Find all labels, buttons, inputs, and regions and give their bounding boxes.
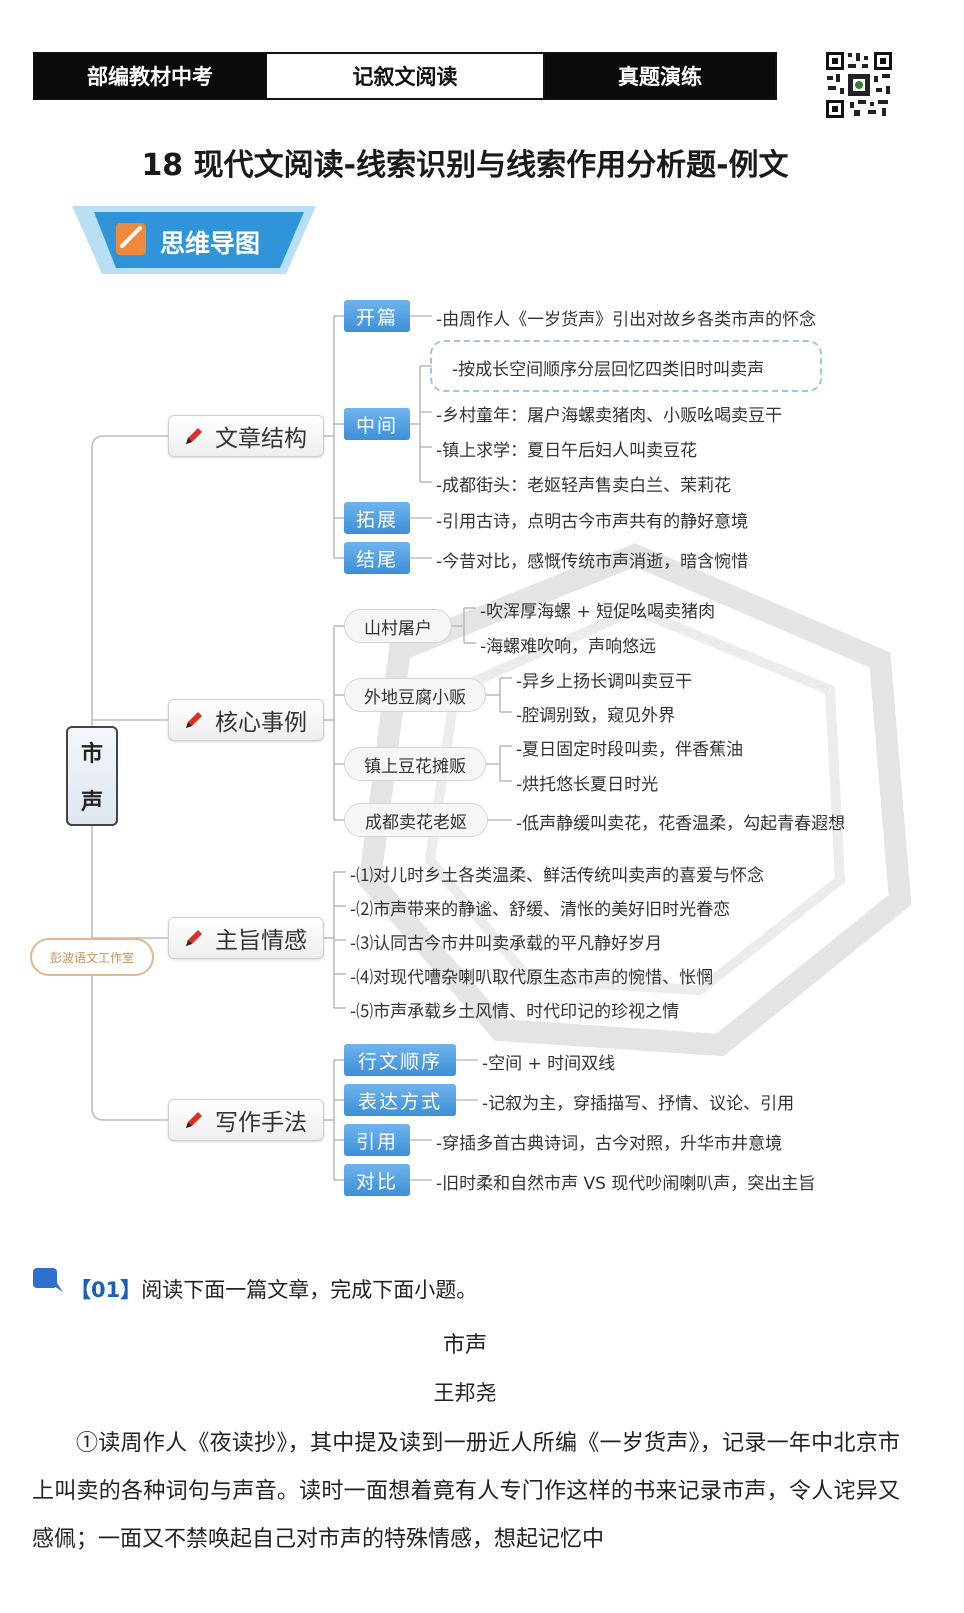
branch-label: 核心事例 xyxy=(215,710,307,736)
question-number: 【01】 xyxy=(70,1278,142,1302)
tag-expression: 表达方式 xyxy=(344,1084,456,1116)
leaf-item: -烘托悠长夏日时光 xyxy=(516,775,659,795)
tag-sequence: 行文顺序 xyxy=(344,1044,456,1076)
header-center: 记叙文阅读 xyxy=(265,54,545,98)
mindmap-connectors xyxy=(91,315,512,1181)
header-bar: 部编教材中考 记叙文阅读 真题演练 xyxy=(33,52,777,100)
page-title: 18 现代文阅读-线索识别与线索作用分析题-例文 xyxy=(141,148,789,183)
leaf-item: -⑸市声承载乡土风情、时代印记的珍视之情 xyxy=(350,1002,680,1022)
article-title: 市声 xyxy=(442,1333,487,1358)
mindmap-root: 市 声 xyxy=(66,726,118,826)
pencil-icon xyxy=(186,1112,202,1128)
root-char: 声 xyxy=(80,790,103,815)
article-author: 王邦尧 xyxy=(433,1381,497,1405)
root-char: 市 xyxy=(80,742,103,767)
branch-core-examples: 核心事例 xyxy=(168,699,324,741)
leaf-item: -腔调别致，窥见外界 xyxy=(516,706,676,726)
sub-topic: 山村屠户 xyxy=(344,609,452,643)
branch-structure: 文章结构 xyxy=(168,415,324,457)
leaf-item: -旧时柔和自然市声 VS 现代吵闹喇叭声，突出主旨 xyxy=(436,1174,816,1194)
sub-topic: 镇上豆花摊贩 xyxy=(344,747,486,781)
leaf-item: -异乡上扬长调叫卖豆干 xyxy=(516,672,693,692)
leaf-item: -海螺难吹响，声响悠远 xyxy=(480,637,657,657)
sub-topic: 外地豆腐小贩 xyxy=(344,678,486,712)
tag-extension: 拓展 xyxy=(344,502,410,534)
leaf-item: -按成长空间顺序分层回忆四类旧时叫卖声 xyxy=(452,360,765,380)
qr-code-icon xyxy=(824,50,894,120)
leaf-item: -⑴对儿时乡土各类温柔、鲜活传统叫卖声的喜爱与怀念 xyxy=(350,866,765,886)
highlight-box xyxy=(430,340,822,392)
leaf-item: -镇上求学：夏日午后妇人叫卖豆花 xyxy=(436,441,698,461)
studio-badge: 彭波语文工作室 xyxy=(30,938,154,976)
header-left: 部编教材中考 xyxy=(35,54,265,98)
tag-contrast: 对比 xyxy=(344,1164,410,1196)
leaf-item: -空间 + 时间双线 xyxy=(482,1054,616,1074)
leaf-item: -吹浑厚海螺 + 短促吆喝卖猪肉 xyxy=(480,602,716,622)
tag-opening: 开篇 xyxy=(344,300,410,332)
leaf-item: -由周作人《一岁货声》引出对故乡各类市声的怀念 xyxy=(436,310,817,330)
leaf-item: -⑶认同古今市井叫卖承载的平凡静好岁月 xyxy=(350,934,663,954)
article-paragraph: ①读周作人《夜读抄》，其中提及读到一册近人所编《一岁货声》，记录一年中北京市上叫… xyxy=(32,1431,900,1552)
banner-label: 思维导图 xyxy=(160,229,261,258)
branch-writing-techniques: 写作手法 xyxy=(168,1099,324,1141)
pencil-icon xyxy=(186,428,202,444)
pencil-icon xyxy=(186,712,202,728)
leaf-item: -今昔对比，感慨传统市声消逝，暗含惋惜 xyxy=(436,552,749,572)
leaf-item: -⑵市声带来的静谧、舒缓、清怅的美好旧时光眷恋 xyxy=(350,900,731,920)
header-right: 真题演练 xyxy=(545,54,775,98)
question-heading: 【01】阅读下面一篇文章，完成下面小题。 xyxy=(70,1274,477,1304)
branch-theme-emotion: 主旨情感 xyxy=(168,917,324,959)
leaf-item: -乡村童年：屠户海螺卖猪肉、小贩吆喝卖豆干 xyxy=(436,406,783,426)
branch-label: 主旨情感 xyxy=(215,928,307,954)
branch-label: 文章结构 xyxy=(215,426,307,452)
note-icon xyxy=(33,1268,63,1292)
tag-ending: 结尾 xyxy=(344,542,410,574)
question-prompt: 阅读下面一篇文章，完成下面小题。 xyxy=(141,1278,478,1302)
mindmap-banner xyxy=(72,206,316,274)
sub-topic: 成都卖花老妪 xyxy=(344,803,488,837)
leaf-item: -穿插多首古典诗词，古今对照，升华市井意境 xyxy=(436,1134,783,1154)
leaf-item: -夏日固定时段叫卖，伴香蕉油 xyxy=(516,740,744,760)
pencil-icon xyxy=(186,930,202,946)
tag-middle: 中间 xyxy=(344,408,410,440)
leaf-item: -成都街头：老妪轻声售卖白兰、茉莉花 xyxy=(436,476,732,496)
leaf-item: -⑷对现代嘈杂喇叭取代原生态市声的惋惜、怅惘 xyxy=(350,968,714,988)
leaf-item: -记叙为主，穿插描写、抒情、议论、引用 xyxy=(482,1094,795,1114)
branch-label: 写作手法 xyxy=(215,1110,307,1136)
leaf-item: -引用古诗，点明古今市声共有的静好意境 xyxy=(436,512,749,532)
tag-quotation: 引用 xyxy=(344,1124,410,1156)
leaf-item: -低声静缓叫卖花，花香温柔，勾起青春遐想 xyxy=(516,814,846,834)
